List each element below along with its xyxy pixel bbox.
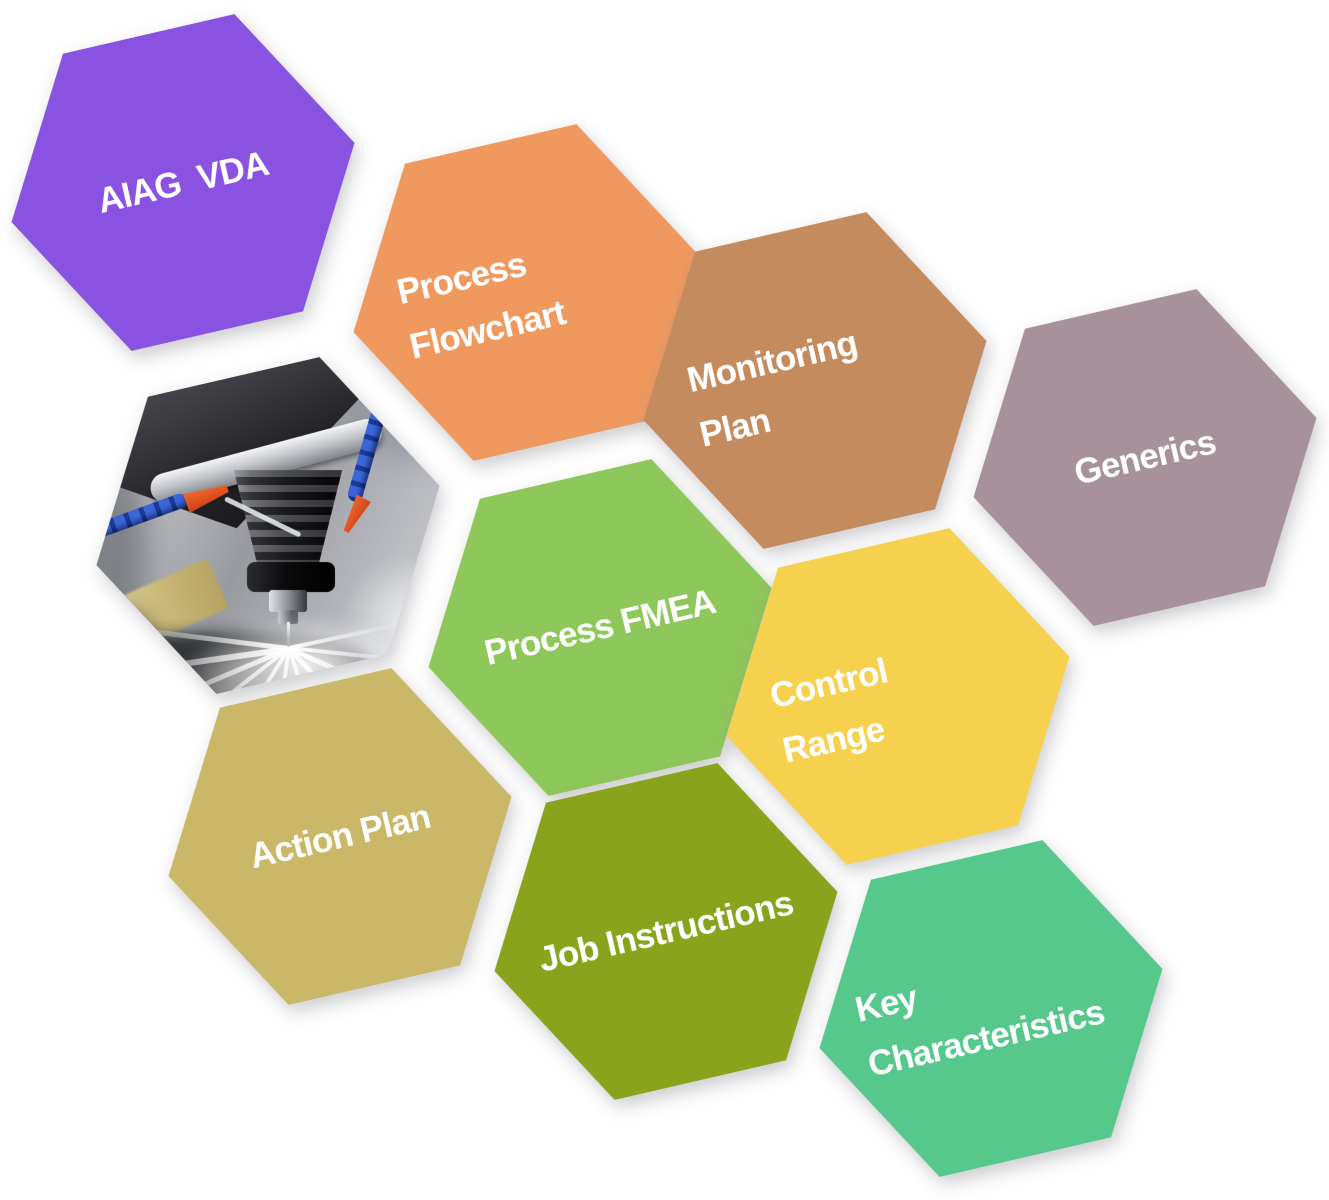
spindle-collar (247, 562, 335, 592)
label-line: Process FMEA (480, 581, 720, 673)
label-line: Job Instructions (535, 883, 797, 980)
label-line: Action Plan (246, 796, 434, 877)
spindle-tip (269, 590, 307, 612)
label-line: Generics (1070, 422, 1220, 493)
label-line: Monitoring (683, 323, 861, 401)
dark-machine-parts (62, 608, 162, 714)
label-line: AIAG VDA (93, 143, 272, 221)
coolant-hose-edge (62, 457, 94, 508)
